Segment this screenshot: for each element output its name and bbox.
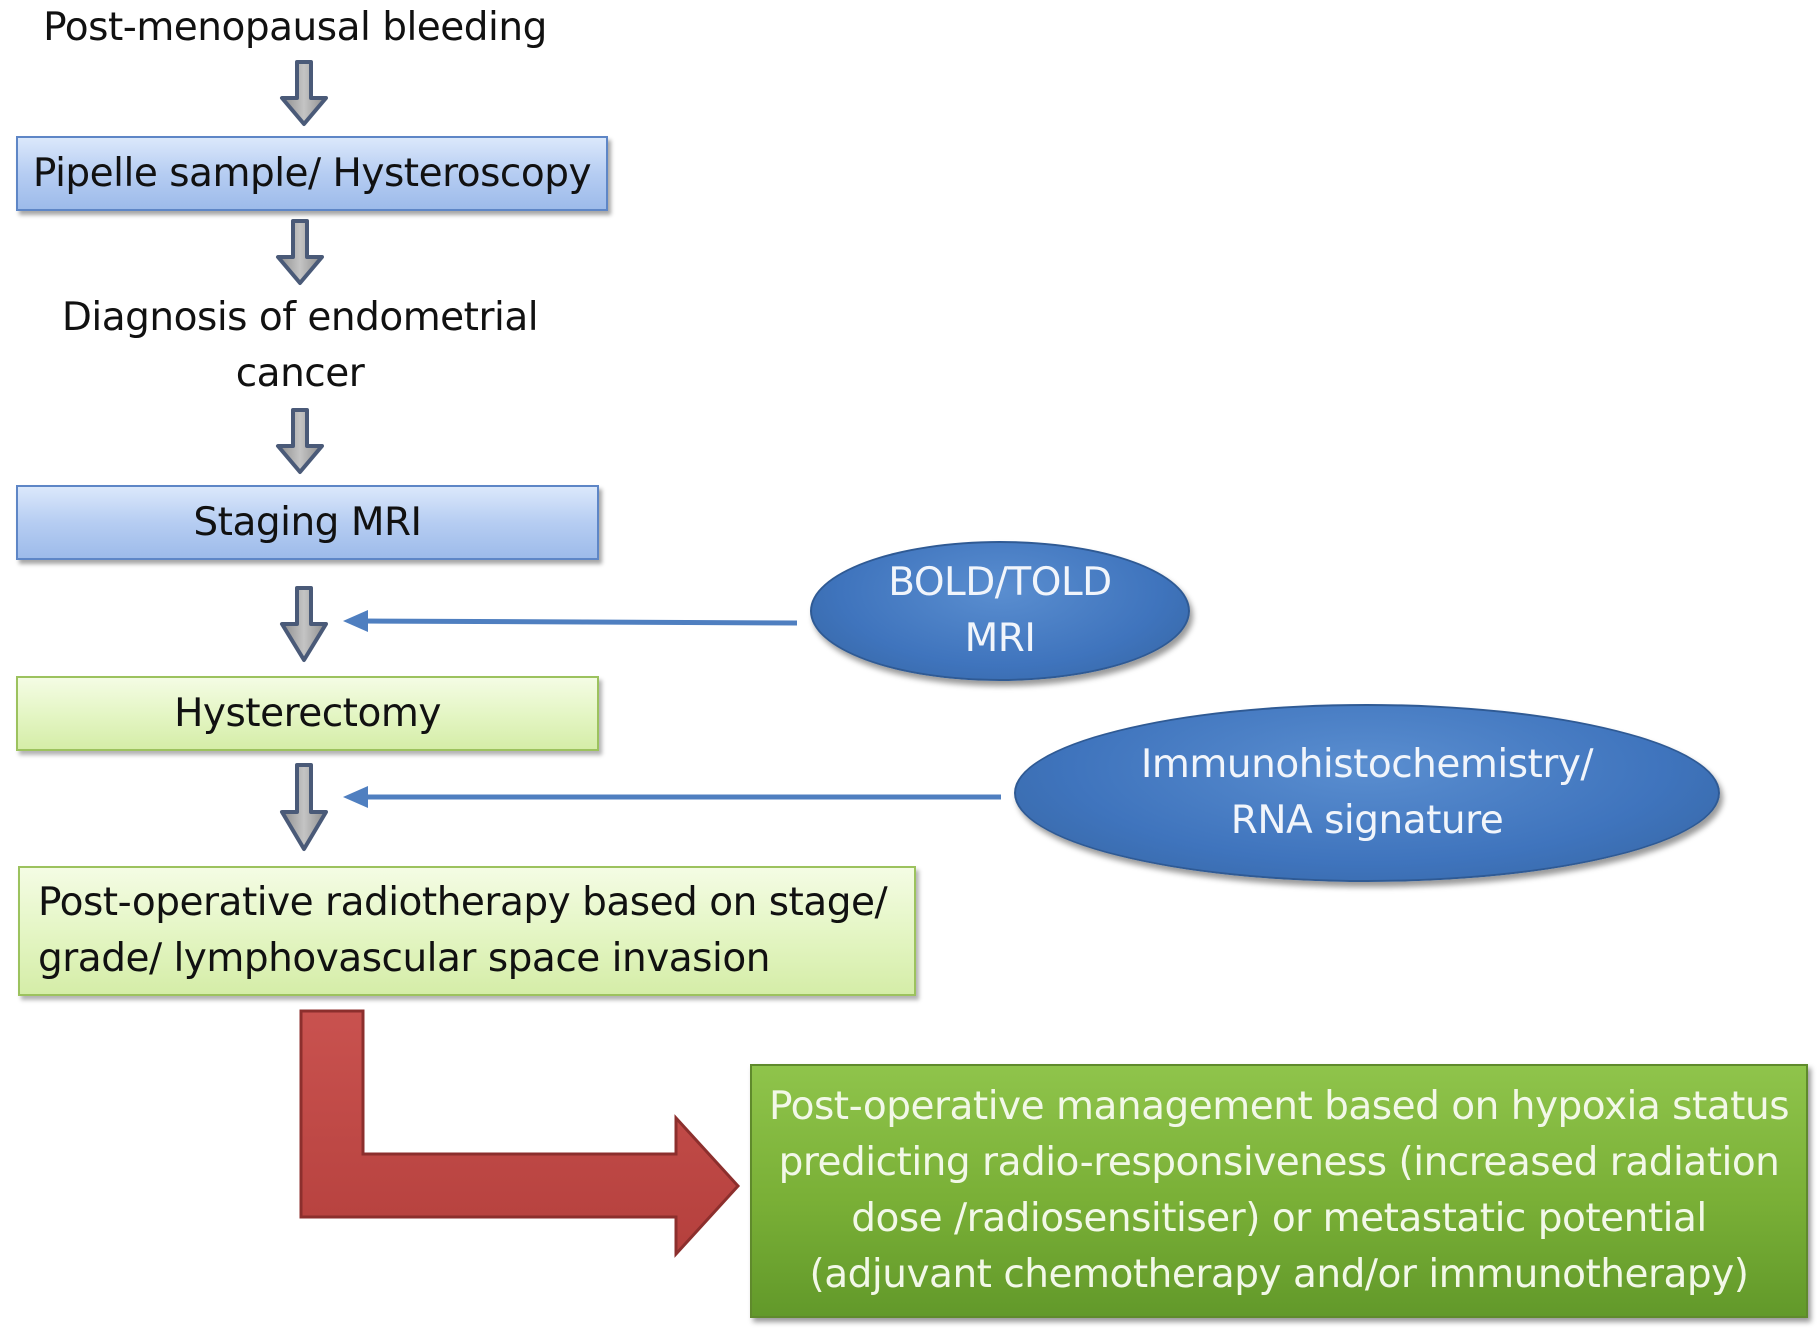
outcome-line1: Post-operative management based on hypox… <box>768 1084 1790 1129</box>
step-diagnosis: Diagnosis of endometrial cancer <box>30 290 570 402</box>
outcome-line2: predicting radio-responsiveness (increas… <box>778 1140 1780 1185</box>
down-arrow-3 <box>276 408 324 474</box>
step-diagnosis-line1: Diagnosis of endometrial <box>61 295 539 340</box>
step-diagnosis-line2: cancer <box>235 351 365 396</box>
down-arrow-4 <box>280 586 328 662</box>
step-hysterectomy-label: Hysterectomy <box>174 690 441 736</box>
bold-told-mri-line2: MRI <box>964 616 1036 661</box>
bold-told-mri-line1: BOLD/TOLD <box>888 560 1112 605</box>
step-hysterectomy-box: Hysterectomy <box>16 676 599 751</box>
step-staging-mri-label: Staging MRI <box>193 499 422 545</box>
step-radiotherapy-box: Post-operative radiotherapy based on sta… <box>18 866 916 996</box>
immunohistochemistry-oval: Immunohistochemistry/ RNA signature <box>1014 704 1720 882</box>
immunohistochemistry-line1: Immunohistochemistry/ <box>1140 742 1594 787</box>
down-arrow-5 <box>280 763 328 851</box>
outcome-line3: dose /radiosensitiser) or metastatic pot… <box>851 1196 1707 1241</box>
bold-mri-pointer-arrow <box>343 610 798 632</box>
step-post-menopausal-bleeding: Post-menopausal bleeding <box>43 5 547 50</box>
outcome-line4: (adjuvant chemotherapy and/or immunother… <box>809 1252 1749 1297</box>
step-pipelle-sample-label: Pipelle sample/ Hysteroscopy <box>32 150 592 196</box>
immunohistochemistry-line2: RNA signature <box>1230 798 1504 843</box>
step-radiotherapy-line2: grade/ lymphovascular space invasion <box>38 936 770 981</box>
step-radiotherapy-line1: Post-operative radiotherapy based on sta… <box>38 880 888 925</box>
bold-told-mri-oval: BOLD/TOLD MRI <box>810 541 1190 681</box>
ihc-pointer-arrow <box>343 786 1001 808</box>
red-bent-arrow <box>299 1009 741 1258</box>
step-staging-mri-box: Staging MRI <box>16 485 599 560</box>
down-arrow-1 <box>280 60 328 126</box>
outcome-management-box: Post-operative management based on hypox… <box>750 1064 1808 1318</box>
down-arrow-2 <box>276 219 324 285</box>
step-pipelle-sample-box: Pipelle sample/ Hysteroscopy <box>16 136 608 211</box>
